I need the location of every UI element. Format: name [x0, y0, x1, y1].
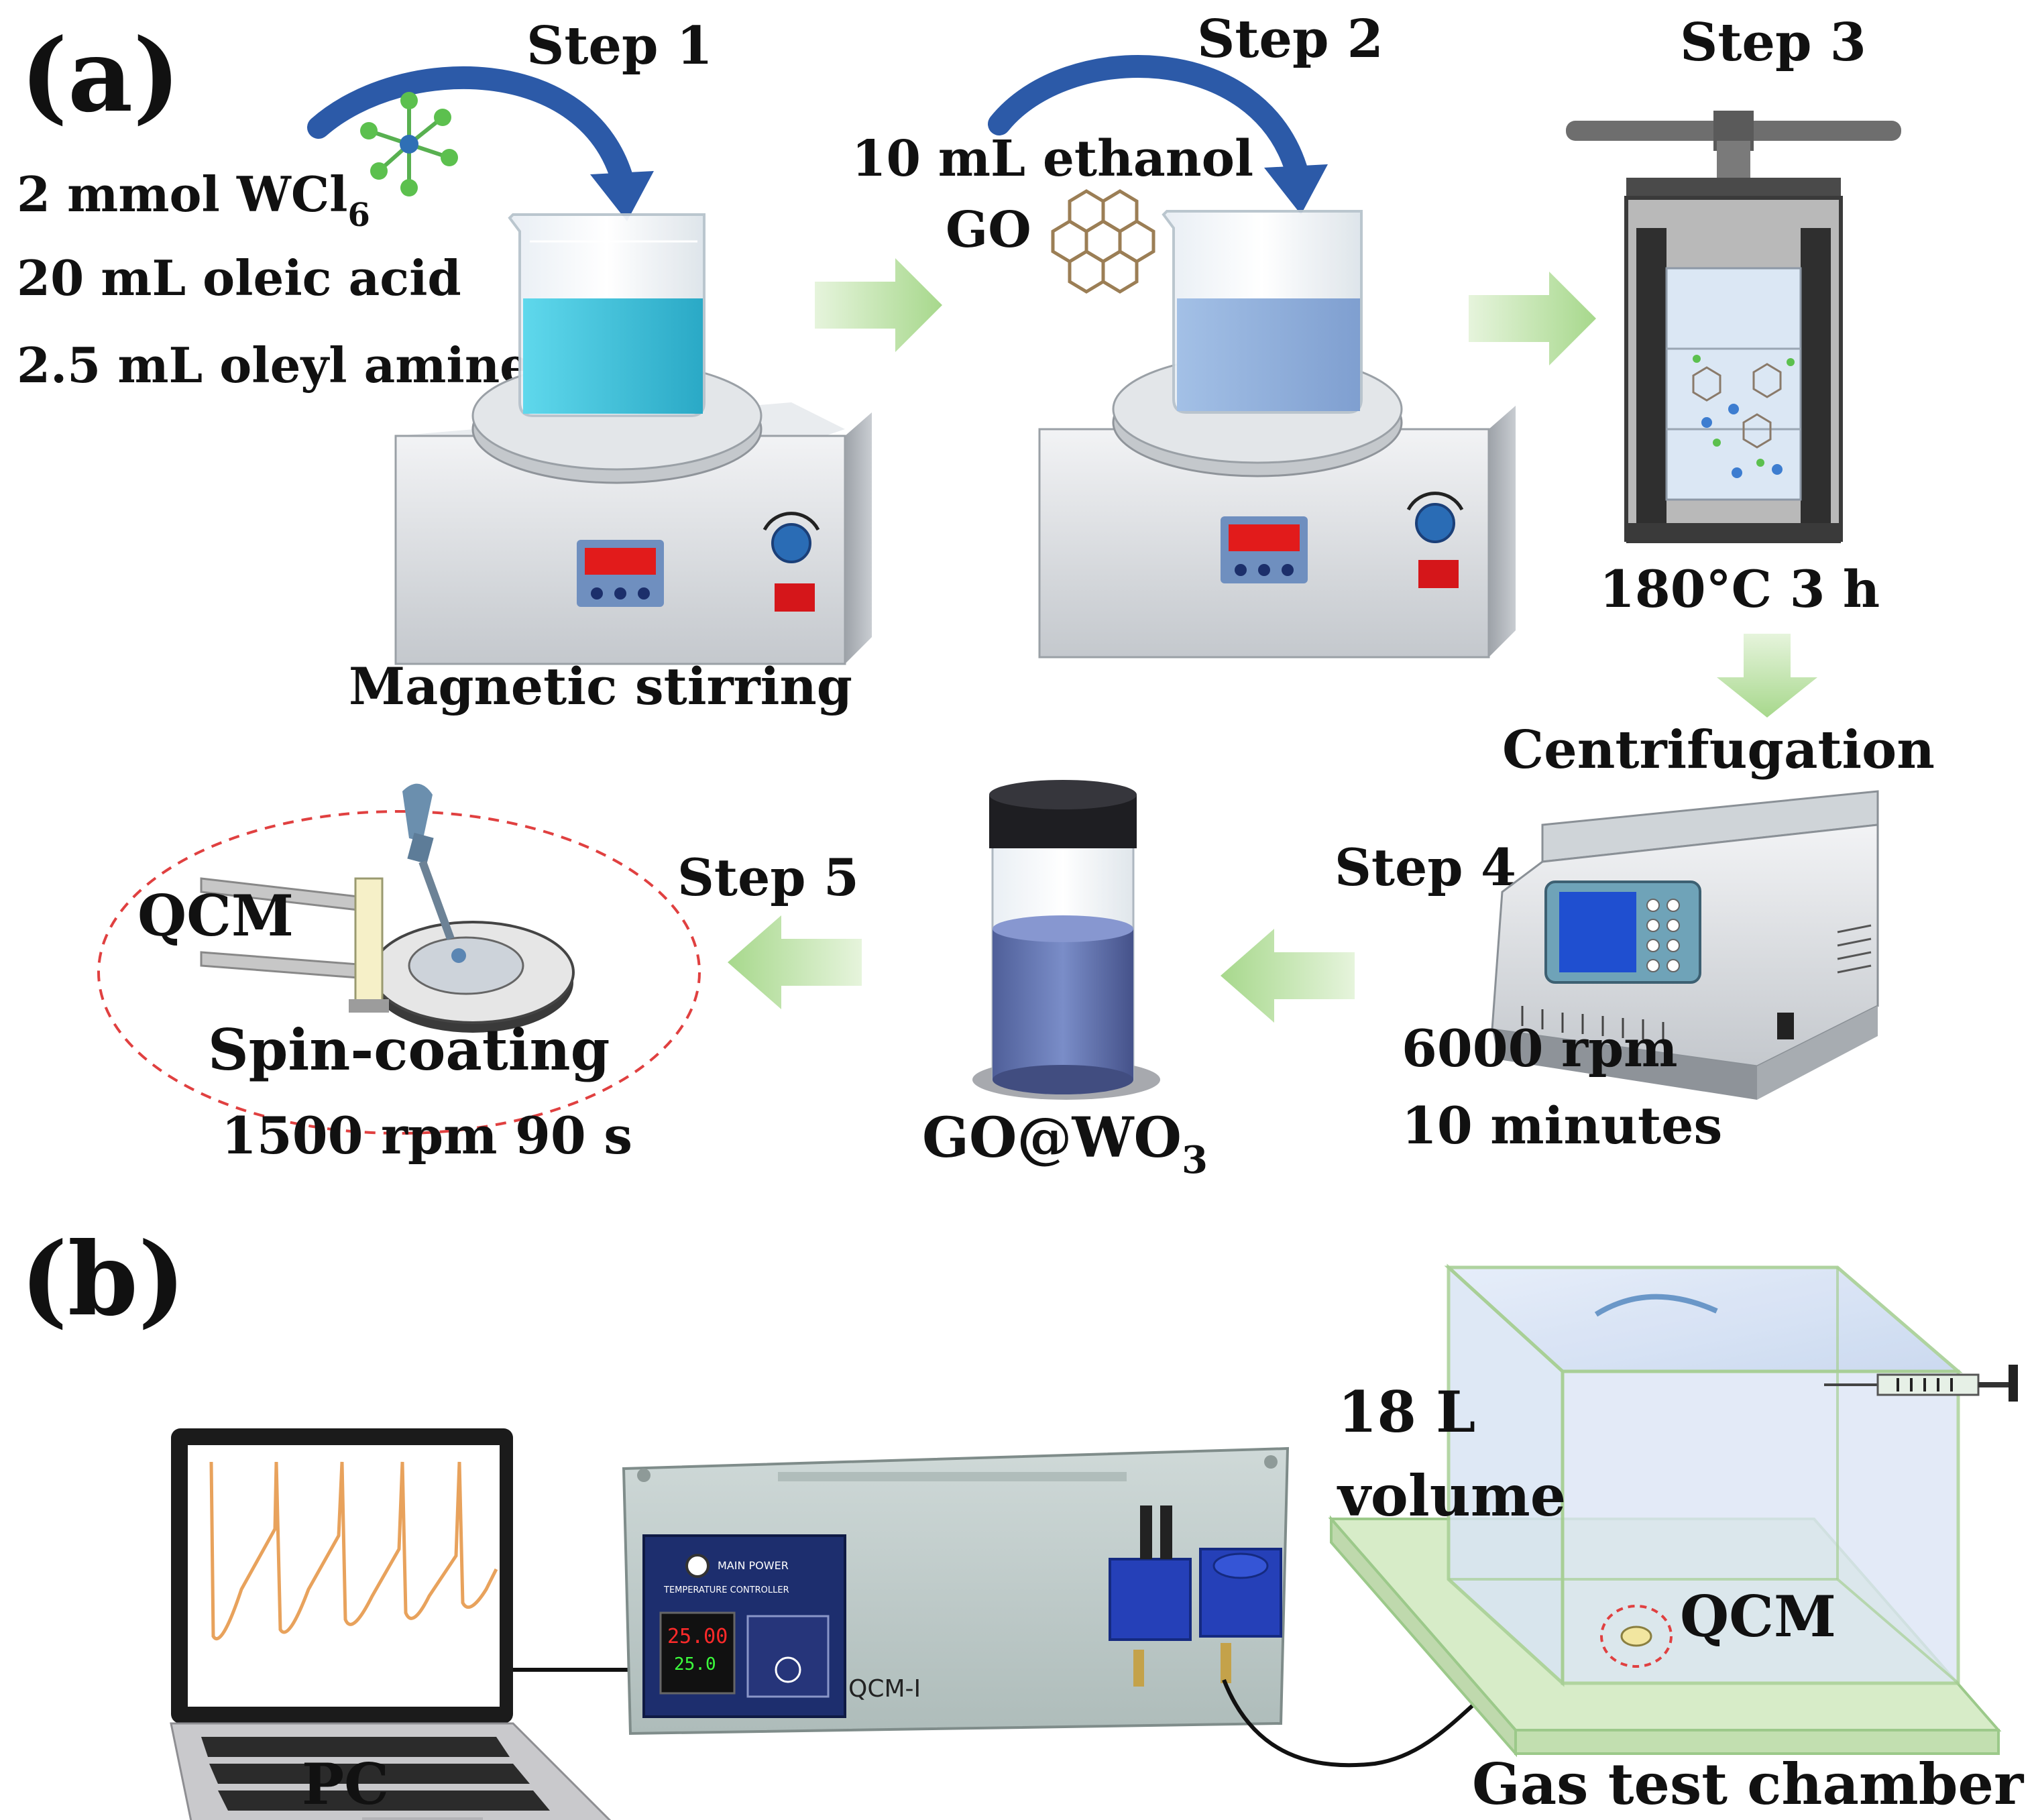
- autoclave-icon: [1566, 111, 1901, 543]
- centrifuge-time: 10 minutes: [1402, 1096, 1722, 1155]
- highlight-dashed-ellipse: [97, 810, 701, 1135]
- reagent-oleic-acid: 20 mL oleic acid: [17, 249, 461, 306]
- step2-group: Step 2 10 mL ethanol GO: [852, 9, 1516, 659]
- step3-condition: 180°C 3 h: [1599, 559, 1880, 619]
- reagent-wcl6: 2 mmol WCl6: [17, 166, 370, 234]
- dropper-icon: [402, 783, 466, 963]
- display-bottom: 25.0: [674, 1654, 716, 1674]
- product-group: GO@WO3: [922, 780, 1208, 1182]
- magnetic-stirring-caption: Magnetic stirring: [349, 657, 852, 716]
- step3-group: Step 3 180°C 3 h: [1566, 12, 1901, 619]
- arrow-left-2: [728, 915, 862, 1009]
- sensor-holders: [1109, 1505, 1282, 1687]
- gas-test-chamber-label: Gas test chamber: [1472, 1751, 2025, 1817]
- beaker-blue: [1162, 210, 1363, 414]
- laptop-pc: [170, 1428, 612, 1820]
- instrument-name: QCM-I: [848, 1675, 921, 1703]
- step1-title: Step 1: [526, 15, 713, 76]
- step4-title: Step 4: [1335, 838, 1516, 897]
- arrow-right-2: [1469, 272, 1596, 365]
- product-label-main: GO@WO: [922, 1106, 1182, 1170]
- centrifuge-icon: [1491, 790, 1879, 1100]
- arrow-left-1: [1221, 929, 1355, 1023]
- response-curve-icon: [209, 1461, 498, 1641]
- curved-arrow-icon-2: [988, 55, 1309, 186]
- vial-icon: [972, 780, 1160, 1100]
- reagent-go: GO: [946, 201, 1031, 259]
- qcm-highlight-ellipse: [1600, 1605, 1673, 1668]
- panel-b-label: (b): [20, 1220, 186, 1339]
- gas-test-chamber: [1328, 1263, 2018, 1758]
- centrifuge-speed: 6000 rpm: [1402, 1019, 1678, 1078]
- reagent-ethanol: 10 mL ethanol: [852, 130, 1253, 188]
- curved-arrowhead-icon: [590, 171, 654, 221]
- beaker-cyan: [508, 213, 705, 417]
- temp-controller-label: TEMPERATURE CONTROLLER: [663, 1585, 789, 1595]
- qcm-label-b: QCM: [1680, 1583, 1836, 1650]
- syringe-icon: [1824, 1365, 2018, 1402]
- volume-line1: 18 L: [1338, 1379, 1475, 1445]
- qcm-label-a: QCM: [137, 883, 294, 949]
- main-power-label: MAIN POWER: [718, 1559, 789, 1572]
- panel-a-label: (a): [20, 17, 180, 135]
- step5-title: Step 5: [677, 848, 859, 907]
- step4-group: Centrifugation Step 4: [1335, 720, 1935, 1155]
- step2-title: Step 2: [1197, 9, 1383, 70]
- volume-line2: volume: [1337, 1463, 1566, 1529]
- reagent-oleyl-amine: 2.5 mL oleyl amine: [17, 337, 530, 394]
- spin-coater-icon: [200, 877, 575, 1033]
- reagent-wcl6-subscript: 6: [348, 196, 370, 234]
- centrifugation-caption: Centrifugation: [1502, 720, 1935, 781]
- arrow-down: [1717, 634, 1817, 718]
- step3-title: Step 3: [1680, 12, 1866, 73]
- chamber-handle-icon: [1594, 1294, 1718, 1317]
- display-top: 25.00: [667, 1625, 728, 1648]
- product-label: GO@WO3: [922, 1106, 1208, 1182]
- spin-coating-caption: Spin-coating: [208, 1017, 610, 1083]
- reagent-wcl6-main: 2 mmol WCl: [17, 166, 348, 223]
- curved-arrow-icon: [307, 66, 635, 196]
- pc-label: PC: [302, 1751, 389, 1817]
- step5-group: QCM Spin-coating 1500 rpm 90 s: [97, 783, 701, 1165]
- arrow-right-1: [815, 258, 942, 352]
- step1-group: Step 1 2 mmol WCl6 20 mL oleic acid 2.5 …: [17, 15, 872, 716]
- qcm-sensor-chip-icon: [1620, 1626, 1652, 1647]
- product-label-subscript: 3: [1182, 1138, 1208, 1182]
- graphene-oxide-icon: [1051, 189, 1155, 294]
- curved-arrowhead-icon-2: [1264, 164, 1328, 215]
- spin-coating-condition: 1500 rpm 90 s: [221, 1106, 632, 1165]
- qcm-instrument: MAIN POWER TEMPERATURE CONTROLLER 25.00 …: [622, 1446, 1290, 1736]
- wcl6-molecule-icon: [360, 92, 458, 196]
